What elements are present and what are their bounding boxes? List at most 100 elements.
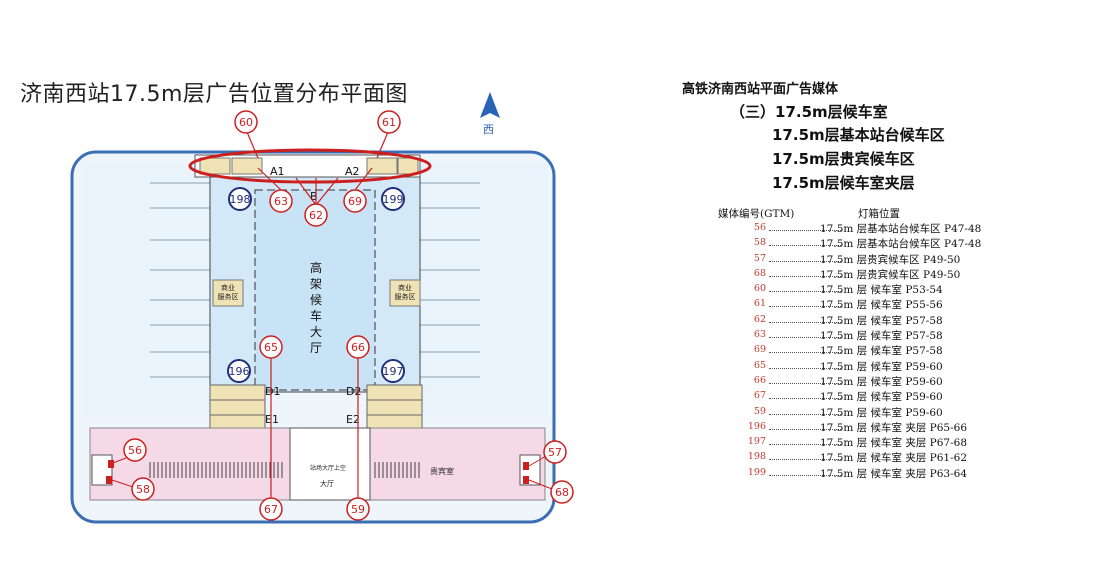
legend-row-number: 196 [747, 420, 766, 432]
legend-row-leader [769, 352, 841, 354]
red-markers: 60 61 63 62 69 65 66 56 57 58 67 59 68 [111, 110, 574, 521]
highlight-ellipse [188, 148, 432, 184]
legend-row-leader [769, 275, 841, 277]
legend-row-number: 58 [753, 237, 766, 249]
legend-row-number: 57 [753, 252, 766, 264]
svg-text:候: 候 [310, 293, 322, 307]
legend-row: 57 17.5m 层贵宾候车区 P49-50 [730, 252, 1060, 267]
legend-row-number: 62 [753, 313, 766, 325]
zone-d1: D1 [265, 385, 280, 398]
svg-text:架: 架 [310, 277, 322, 291]
service-area-right-line1: 商业 [398, 283, 412, 292]
legend-row-location: 17.5m 层 候车室 P57-58 [820, 314, 943, 327]
legend-row-location: 17.5m 层基本站台候车区 P47-48 [820, 238, 982, 251]
platform-wings-left [82, 162, 210, 417]
legend-section-2: 17.5m层基本站台候车区 [772, 126, 945, 144]
legend-row-location: 17.5m 层贵宾候车区 P49-50 [820, 268, 961, 281]
marker-63: 63 [274, 195, 288, 208]
zone-d2: D2 [346, 385, 361, 398]
legend-row: 62 17.5m 层 候车室 P57-58 [730, 313, 1060, 328]
blue-markers: 198 199 196 197 [227, 187, 405, 383]
marker-58: 58 [136, 483, 150, 496]
legend-row-number: 69 [753, 344, 766, 356]
legend-row-leader [769, 398, 841, 400]
legend-row-number: 60 [753, 283, 766, 295]
marker-65: 65 [264, 341, 278, 354]
legend-row-number: 61 [753, 298, 766, 310]
legend-row-leader [769, 337, 841, 339]
legend-row-location: 17.5m 层 候车室 夹层 P65-66 [820, 421, 968, 434]
service-area-left-line1: 商业 [221, 283, 235, 292]
marker-59: 59 [351, 503, 365, 516]
legend-row-location: 17.5m 层基本站台候车区 P47-48 [820, 223, 982, 235]
legend-row-location: 17.5m 层贵宾候车区 P49-50 [820, 253, 961, 266]
platform-wings-right [420, 162, 548, 417]
legend-row: 196 17.5m 层 候车室 夹层 P65-66 [730, 420, 1060, 435]
hall-bottom-label: 大厅 [320, 479, 334, 488]
legend-section-1: （三）17.5m层候车室 [730, 103, 888, 121]
hall-label: 高 架 候 车 大 厅 [310, 260, 322, 355]
legend-row-number: 63 [753, 329, 766, 341]
legend-row-location: 17.5m 层 候车室 P57-58 [820, 345, 943, 358]
legend-row-location: 17.5m 层 候车室 P59-60 [820, 391, 943, 404]
legend-row-number: 59 [753, 405, 766, 417]
zone-e1: E1 [265, 413, 279, 426]
svg-text:车: 车 [310, 308, 322, 323]
legend-row-location: 17.5m 层 候车室 P59-60 [820, 375, 943, 388]
legend-row-location: 17.5m 层 候车室 P53-54 [820, 284, 943, 297]
legend-row-location: 17.5m 层 候车室 P59-60 [820, 360, 943, 373]
marker-leaders [246, 131, 389, 500]
legend-title: 高铁济南西站平面广告媒体 [682, 82, 839, 97]
legend-row-leader [769, 321, 841, 323]
legend-section-3: 17.5m层贵宾候车区 [772, 150, 915, 168]
legend-row-location: 17.5m 层 候车室 夹层 P61-62 [820, 452, 968, 465]
legend-col-location: 灯箱位置 [858, 208, 900, 220]
legend-row: 199 17.5m 层 候车室 夹层 P63-64 [730, 466, 1060, 481]
legend-row-leader [769, 260, 841, 262]
legend-row: 58 17.5m 层基本站台候车区 P47-48 [730, 236, 1060, 251]
legend-row-leader [769, 428, 841, 430]
marker-67: 67 [264, 503, 278, 516]
legend-row-leader [769, 367, 841, 369]
marker-197: 197 [383, 365, 404, 378]
legend-row: 60 17.5m 层 候车室 P53-54 [730, 282, 1060, 297]
marker-196: 196 [229, 365, 250, 378]
marker-198: 198 [230, 193, 251, 206]
legend-row: 63 17.5m 层 候车室 P57-58 [730, 328, 1060, 343]
marker-60: 60 [239, 116, 253, 129]
service-area-right-line2: 服务区 [395, 292, 416, 301]
compass-label: 西 [483, 123, 494, 136]
legend-row-location: 17.5m 层 候车室 夹层 P63-64 [820, 467, 968, 480]
legend-row-location: 17.5m 层 候车室 夹层 P67-68 [820, 437, 968, 450]
north-compass-icon: 西 [480, 92, 500, 136]
legend-row-leader [769, 413, 841, 415]
legend-row-leader [769, 382, 841, 384]
marker-56: 56 [128, 444, 142, 457]
legend-row: 69 17.5m 层 候车室 P57-58 [730, 343, 1060, 358]
legend-row-number: 199 [747, 466, 766, 478]
legend-row: 67 17.5m 层 候车室 P59-60 [730, 389, 1060, 404]
marker-199: 199 [383, 193, 404, 206]
legend-row-location: 17.5m 层 候车室 P57-58 [820, 330, 943, 343]
legend-row-leader [769, 291, 841, 293]
svg-text:高: 高 [310, 260, 322, 275]
legend-row-leader [769, 245, 841, 247]
marker-66: 66 [351, 341, 365, 354]
svg-text:厅: 厅 [310, 341, 322, 355]
zone-b: B [310, 190, 318, 203]
legend-row-leader [769, 474, 841, 476]
marker-57: 57 [548, 446, 562, 459]
legend-col-media: 媒体编号(GTM) [718, 208, 795, 220]
legend-row-number: 67 [753, 390, 766, 402]
marker-69: 69 [348, 195, 362, 208]
